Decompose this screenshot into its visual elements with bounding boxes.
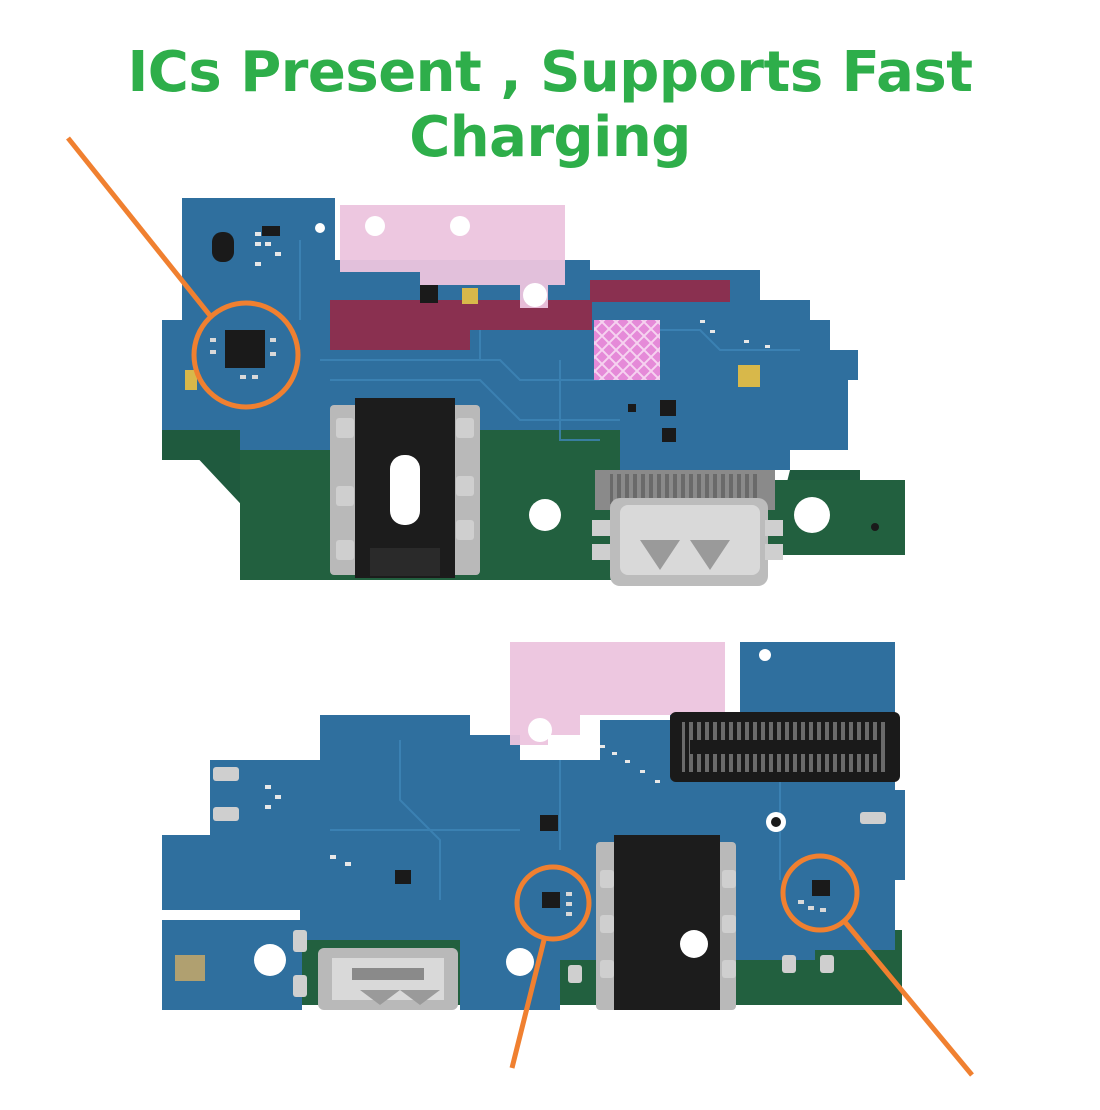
bottom-audio-jack — [596, 835, 736, 1010]
annotation-circle-bottom-right — [780, 853, 860, 933]
annotation-circle-top — [191, 300, 301, 410]
top-flex-strip — [330, 280, 730, 350]
bottom-ic-chip-right — [812, 880, 830, 896]
bottom-flex-tab — [510, 642, 725, 745]
pink-ic — [594, 320, 660, 380]
top-flex-tab — [340, 205, 565, 308]
bottom-ic-chip-left — [542, 892, 560, 908]
annotation-arrow-bottom-left — [509, 935, 548, 1069]
top-board-blue-body — [162, 198, 858, 470]
headline: ICs Present , Supports Fast Charging — [127, 40, 973, 170]
annotation-arrow-bottom-right — [843, 920, 974, 1077]
top-audio-jack — [330, 398, 480, 578]
top-ic-chip — [225, 330, 265, 368]
top-board — [162, 198, 905, 586]
bottom-usb-port — [318, 948, 458, 1010]
annotations — [66, 136, 974, 1077]
top-usb-port — [592, 470, 783, 586]
annotation-circle-bottom-left — [514, 864, 592, 942]
bottom-board — [162, 642, 905, 1010]
bottom-board-connector — [670, 712, 900, 782]
annotation-arrow-top — [66, 136, 214, 320]
